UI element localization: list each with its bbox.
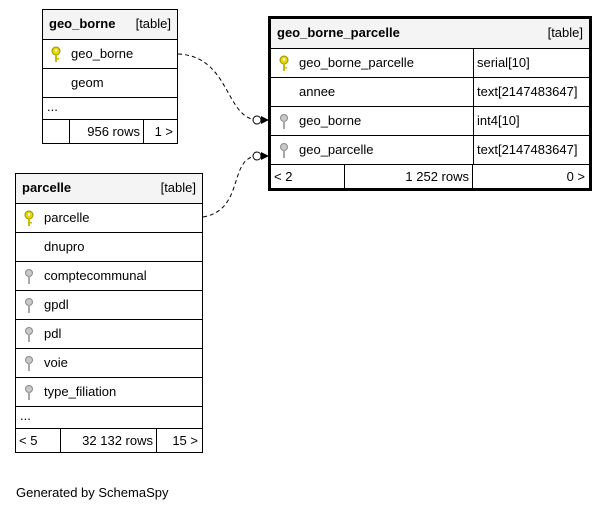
column-name: parcelle [44, 210, 90, 225]
column-name: geo_borne_parcelle [299, 55, 414, 70]
column-name: voie [44, 355, 68, 370]
footer-right[interactable]: 1 > [144, 120, 177, 143]
column-type-cell: text[2147483647] [473, 136, 589, 164]
more-columns: ... [43, 97, 177, 119]
column-type: serial[10] [477, 55, 530, 70]
footer-left[interactable]: < 2 [271, 165, 345, 188]
column-name: pdl [44, 326, 62, 341]
column-row[interactable]: geo_borne [43, 39, 177, 68]
foreign-key-icon [25, 356, 33, 371]
table-header: geo_borne_parcelle [table] [271, 19, 589, 48]
column-name: comptecommunal [44, 268, 147, 283]
column-row[interactable]: pdl [16, 319, 202, 348]
column-row[interactable]: comptecommunal [16, 261, 202, 290]
column-name: gpdl [44, 297, 69, 312]
table-geo-borne-parcelle[interactable]: geo_borne_parcelle [table] geo_borne_par… [268, 16, 592, 191]
link-parcelle [202, 155, 258, 218]
link-geo-borne [177, 53, 258, 121]
column-type-cell: text[2147483647] [473, 78, 589, 106]
foreign-key-icon [25, 269, 33, 284]
ellipsis-text: ... [20, 408, 31, 423]
column-row[interactable]: type_filiation [16, 377, 202, 406]
column-type-cell: int4[10] [473, 107, 589, 135]
foreign-key-icon [280, 114, 288, 129]
primary-key-icon [24, 210, 34, 226]
column-name: geo_borne [71, 46, 134, 61]
table-header: geo_borne [table] [43, 10, 177, 39]
foreign-key-icon [25, 327, 33, 342]
table-header: parcelle [table] [16, 174, 202, 203]
link-parcelle-end-circle [252, 151, 262, 161]
table-name: geo_borne_parcelle [277, 25, 400, 40]
footer-rows: 956 rows [70, 120, 144, 143]
column-row[interactable]: geom [43, 68, 177, 97]
table-footer: < 2 1 252 rows 0 > [271, 164, 589, 188]
column-type: int4[10] [477, 113, 520, 128]
footer-left-label: < 5 [19, 433, 38, 448]
footer-rows: 1 252 rows [345, 165, 473, 188]
table-parcelle[interactable]: parcelle [table] parcelle dnupro comptec… [15, 173, 203, 453]
link-geo-borne-end-circle [252, 115, 262, 125]
primary-key-icon [279, 55, 289, 71]
column-name: type_filiation [44, 384, 117, 399]
footer-right-label: 0 > [566, 169, 585, 184]
footer-right[interactable]: 15 > [157, 429, 202, 452]
primary-key-icon [51, 46, 61, 62]
column-row[interactable]: annee text[2147483647] [271, 77, 589, 106]
foreign-key-icon [25, 298, 33, 313]
table-kind: [table] [547, 25, 583, 40]
column-row[interactable]: parcelle [16, 203, 202, 232]
row-count: 32 132 rows [82, 433, 153, 448]
column-name: dnupro [44, 239, 85, 254]
foreign-key-icon [280, 143, 288, 158]
row-count: 956 rows [87, 124, 140, 139]
foreign-key-icon [25, 385, 33, 400]
table-name: parcelle [22, 180, 72, 195]
footer-rows: 32 132 rows [61, 429, 157, 452]
table-footer: 956 rows 1 > [43, 119, 177, 143]
column-row[interactable]: voie [16, 348, 202, 377]
column-row[interactable]: dnupro [16, 232, 202, 261]
footer-right-label: 15 > [172, 433, 198, 448]
more-columns: ... [16, 406, 202, 428]
table-footer: < 5 32 132 rows 15 > [16, 428, 202, 452]
link-parcelle-arrow [261, 152, 269, 160]
footer-left[interactable]: < 5 [16, 429, 61, 452]
footer-right[interactable]: 0 > [473, 165, 589, 188]
column-row[interactable]: gpdl [16, 290, 202, 319]
column-type-cell: serial[10] [473, 49, 589, 77]
footer-left-label: < 2 [274, 169, 293, 184]
link-geo-borne-arrow [261, 116, 269, 124]
column-name: geo_borne [299, 113, 362, 128]
column-type: text[2147483647] [477, 84, 578, 99]
footer-left[interactable] [43, 120, 70, 143]
footer-right-label: 1 > [154, 124, 173, 139]
column-name: annee [299, 84, 336, 99]
table-kind: [table] [135, 16, 171, 31]
column-row[interactable]: geo_parcelle text[2147483647] [271, 135, 589, 164]
column-name: geom [71, 75, 104, 90]
table-geo-borne[interactable]: geo_borne [table] geo_borne geom ... 956… [42, 9, 178, 144]
ellipsis-text: ... [47, 99, 58, 114]
row-count: 1 252 rows [405, 169, 469, 184]
generated-by-label: Generated by SchemaSpy [16, 485, 169, 500]
column-type: text[2147483647] [477, 142, 578, 157]
column-row[interactable]: geo_borne_parcelle serial[10] [271, 48, 589, 77]
table-name: geo_borne [49, 16, 116, 31]
column-name: geo_parcelle [299, 142, 374, 157]
column-row[interactable]: geo_borne int4[10] [271, 106, 589, 135]
table-kind: [table] [160, 180, 196, 195]
